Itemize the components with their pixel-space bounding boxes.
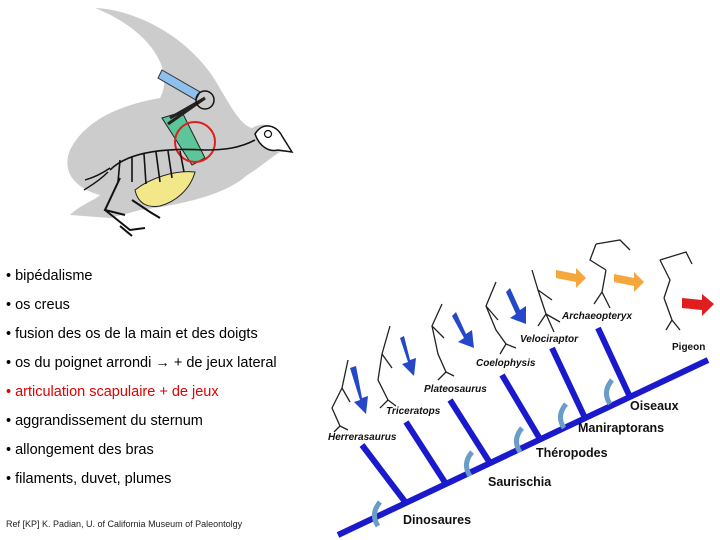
taxon-archaeopteryx: Archaeopteryx [561, 311, 632, 322]
arrow-plateosaurus [452, 312, 474, 348]
bullet-dot: • [6, 384, 12, 400]
limb-triceratops [377, 325, 416, 409]
bullet-dot: • [6, 326, 12, 342]
trait-text: bipédalisme [15, 268, 93, 284]
taxon-pigeon: Pigeon [672, 342, 705, 353]
trait-text: os creus [15, 297, 70, 313]
clade-oiseaux: Oiseaux [630, 399, 679, 413]
branch-plateosaurus [447, 398, 493, 465]
bullet-dot: • [6, 413, 12, 429]
limb-herrerasaurus [331, 359, 368, 433]
cladogram: Dinosaures Saurischia Théropodes Manirap… [328, 239, 714, 538]
pigeon-skeleton-illustration [67, 8, 294, 237]
taxon-coelophysis: Coelophysis [476, 358, 536, 369]
bullet-dot: • [6, 442, 12, 458]
bullet-dot: • [6, 355, 12, 371]
trait-text: articulation scapulaire + de jeux [15, 384, 219, 400]
trait-item: •bipédalisme [6, 262, 277, 291]
node-mark-saurischia [464, 450, 474, 478]
branch-velociraptor [549, 346, 588, 420]
limb-plateosaurus [431, 303, 474, 381]
trait-item: •articulation scapulaire + de jeux [6, 378, 277, 407]
arrow-archaeopteryx [614, 272, 644, 292]
branch-coelophysis [499, 373, 543, 441]
bullet-dot: • [6, 471, 12, 487]
arrow-triceratops [400, 336, 416, 376]
sternum-bone [134, 171, 196, 207]
limb-pigeon [659, 251, 714, 331]
trait-text: fusion des os de la main et des doigts [15, 326, 258, 342]
trait-text: os du poignet arrondi → + de jeux latera… [15, 355, 277, 371]
node-mark-oiseaux [604, 378, 614, 406]
clade-saurischia: Saurischia [488, 475, 552, 489]
trait-item: •fusion des os de la main et des doigts [6, 320, 277, 349]
arrow-herrerasaurus [350, 366, 368, 414]
trait-list: •bipédalisme•os creus•fusion des os de l… [6, 262, 277, 494]
bullet-dot: • [6, 268, 12, 284]
node-mark-dinosaures [372, 500, 382, 528]
node-mark-maniraptorans [558, 402, 568, 430]
trait-text: filaments, duvet, plumes [15, 471, 172, 487]
trait-item: •filaments, duvet, plumes [6, 465, 277, 494]
reference-text: Ref [KP] K. Padian, U. of California Mus… [6, 519, 243, 529]
tail-feathers-bones [83, 167, 111, 191]
arrow-coelophysis [506, 288, 526, 324]
shoulder-circle [174, 121, 216, 163]
arrow-pigeon [682, 294, 714, 316]
taxon-herrerasaurus: Herrerasaurus [328, 432, 397, 443]
branch-herrerasaurus [359, 443, 409, 505]
taxon-plateosaurus: Plateosaurus [424, 384, 487, 395]
limb-velociraptor [531, 268, 586, 333]
trait-text: aggrandissement du sternum [15, 413, 203, 429]
spine-ribs [109, 139, 256, 185]
clade-dinosaures: Dinosaures [403, 513, 471, 527]
trait-item: •os du poignet arrondi → + de jeux later… [6, 349, 277, 378]
trait-item: •allongement des bras [6, 436, 277, 465]
branch-triceratops [403, 420, 449, 486]
branch-archaeopteryx [595, 326, 633, 399]
tree-axis [336, 357, 710, 538]
taxon-velociraptor: Velociraptor [520, 334, 579, 345]
clade-maniraptorans: Maniraptorans [578, 421, 664, 435]
wing-forearm [167, 96, 206, 126]
arrow-velociraptor [556, 268, 586, 288]
clade-theropodes: Théropodes [536, 446, 608, 460]
legs [103, 177, 161, 237]
bullet-dot: • [6, 297, 12, 313]
trait-text: allongement des bras [15, 442, 154, 458]
wrist-circle [195, 90, 215, 110]
eye-socket [263, 129, 273, 139]
node-mark-theropodes [514, 426, 524, 454]
limb-archaeopteryx [589, 239, 644, 309]
taxon-triceratops: Triceratops [386, 406, 441, 417]
trait-item: •aggrandissement du sternum [6, 407, 277, 436]
trait-item: •os creus [6, 291, 277, 320]
limb-coelophysis [485, 281, 526, 355]
